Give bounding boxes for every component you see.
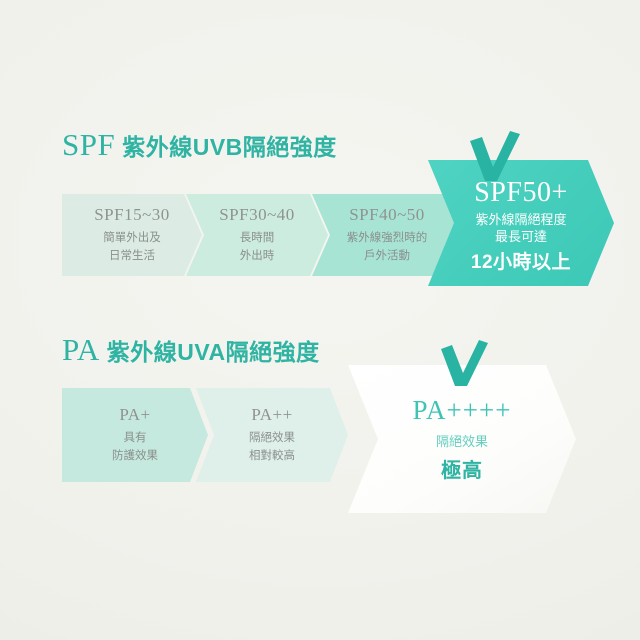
spf-step-1-title: SPF15~30 [94, 205, 170, 225]
spf-step-1-desc-line2: 日常生活 [109, 249, 155, 262]
spf-step-2-desc-line1: 長時間 [239, 232, 275, 245]
pa-abbr-label: PA [62, 332, 100, 367]
spf-step-2[interactable]: SPF30~40 長時間 外出時 [186, 194, 328, 276]
pa-step-2-desc-line2: 相對較高 [249, 449, 295, 462]
pa-step-1-desc-line1: 具有 [123, 432, 147, 445]
spf-abbr-label: SPF [62, 127, 116, 162]
spf-step-4-title: SPF50+ [474, 177, 568, 209]
spf-step-4-highlight[interactable]: SPF50+ 紫外線隔絕程度 最長可達 12小時以上 [428, 160, 614, 286]
pa-step-3-desc-line1: 隔絕效果 [435, 434, 488, 450]
spf-step-4-desc-line2: 最長可達 [494, 229, 547, 245]
pa-step-3-emphasis: 極高 [441, 459, 483, 482]
spf-step-3-title: SPF40~50 [349, 205, 425, 225]
pa-step-3-highlight[interactable]: PA++++ 隔絕效果 極高 [348, 365, 576, 513]
pa-step-2-description: 隔絕效果 相對較高 [249, 430, 295, 465]
spf-step-4-description: 紫外線隔絕程度 最長可達 [475, 211, 566, 246]
spf-heading-label: 紫外線UVB隔絕強度 [122, 134, 337, 160]
spf-step-2-description: 長時間 外出時 [240, 230, 275, 265]
spf-step-3-desc-line1: 紫外線強烈時的 [346, 232, 428, 245]
spf-step-2-desc-line2: 外出時 [239, 249, 275, 262]
spf-step-2-title: SPF30~40 [219, 205, 295, 225]
pa-step-2[interactable]: PA++ 隔絕效果 相對較高 [196, 388, 348, 482]
spf-step-3[interactable]: SPF40~50 紫外線強烈時的 戶外活動 [312, 194, 462, 276]
pa-step-3-description: 隔絕效果 [436, 433, 488, 451]
spf-step-1-description: 簡單外出及 日常生活 [103, 230, 161, 265]
spf-step-3-desc-line2: 戶外活動 [364, 249, 410, 262]
pa-step-2-desc-line1: 隔絕效果 [249, 432, 295, 445]
pa-step-3-title: PA++++ [412, 395, 512, 426]
pa-step-2-title: PA++ [251, 405, 293, 425]
pa-scale-row: PA+ 具有 防護效果 PA++ 隔絕效果 相對較高 PA++++ 隔絕效果 極… [0, 378, 640, 513]
pa-heading-label: 紫外線UVA隔絕強度 [106, 339, 320, 365]
pa-step-1[interactable]: PA+ 具有 防護效果 [62, 388, 208, 482]
pa-step-1-title: PA+ [119, 405, 151, 425]
spf-step-1[interactable]: SPF15~30 簡單外出及 日常生活 [62, 194, 202, 276]
spf-scale-row: SPF15~30 簡單外出及 日常生活 SPF30~40 長時間 外出時 SPF… [0, 180, 640, 305]
spf-step-4-desc-line1: 紫外線隔絕程度 [475, 211, 567, 227]
pa-step-1-desc-line2: 防護效果 [112, 449, 158, 462]
spf-step-4-emphasis: 12小時以上 [470, 251, 572, 273]
pa-step-1-description: 具有 防護效果 [112, 430, 158, 465]
spf-step-3-description: 紫外線強烈時的 戶外活動 [347, 230, 428, 265]
spf-step-1-desc-line1: 簡單外出及 [103, 232, 161, 245]
